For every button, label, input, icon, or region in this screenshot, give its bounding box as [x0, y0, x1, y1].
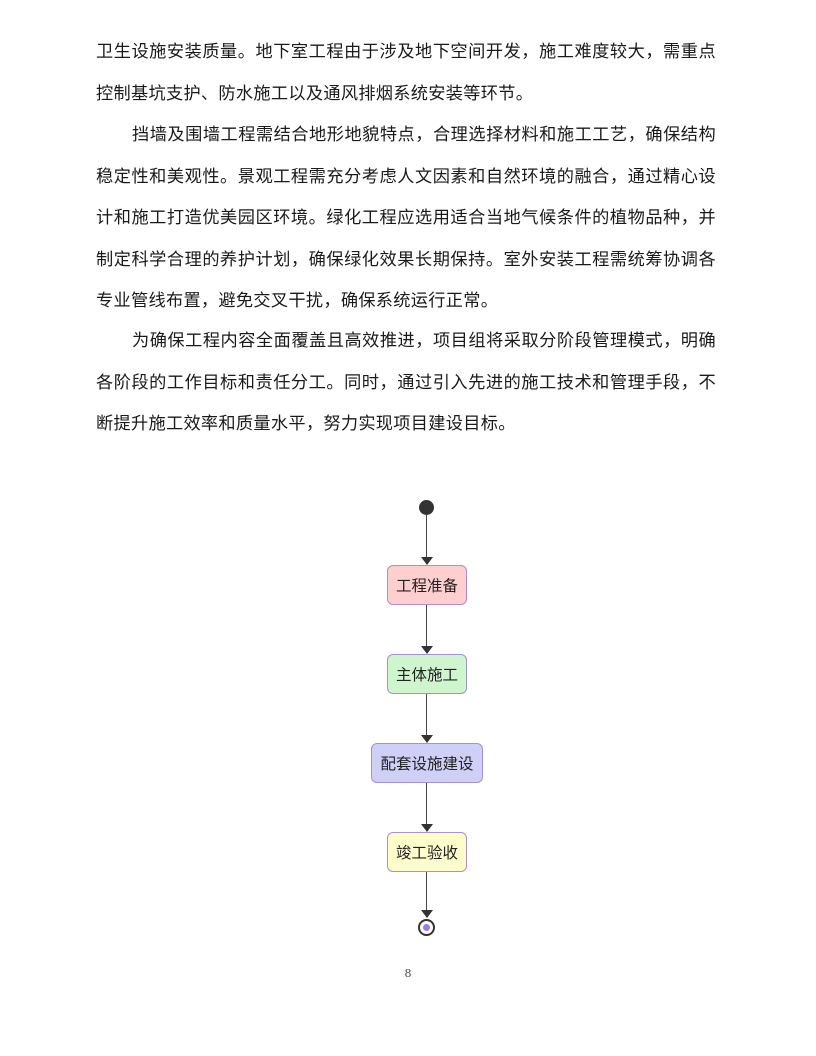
start-node-icon — [419, 500, 434, 515]
edge-line — [426, 605, 428, 651]
paragraph-text: 卫生设施安装质量。地下室工程由于涉及地下空间开发，施工难度较大，需重点控制基坑支… — [96, 42, 716, 104]
flow-node-completion-acceptance: 竣工验收 — [387, 832, 467, 872]
paragraph-text: 挡墙及围墙工程需结合地形地貌特点，合理选择材料和施工工艺，确保结构稳定性和美观性… — [96, 125, 716, 311]
arrow-down-icon — [421, 824, 433, 832]
edge-line — [426, 783, 428, 829]
end-node-core — [423, 924, 430, 931]
node-label: 主体施工 — [395, 666, 458, 684]
arrow-down-icon — [421, 910, 433, 918]
flow-node-supporting-facilities: 配套设施建设 — [371, 743, 483, 783]
end-node-icon — [418, 919, 435, 936]
edge-line — [426, 694, 428, 740]
paragraph-1: 卫生设施安装质量。地下室工程由于涉及地下空间开发，施工难度较大，需重点控制基坑支… — [96, 32, 716, 115]
edge-line — [426, 872, 428, 914]
node-label: 竣工验收 — [395, 844, 458, 862]
paragraph-3: 为确保工程内容全面覆盖且高效推进，项目组将采取分阶段管理模式，明确各阶段的工作目… — [96, 321, 716, 446]
page-number: 8 — [404, 967, 412, 980]
arrow-down-icon — [421, 646, 433, 654]
arrow-down-icon — [421, 557, 433, 565]
paragraph-text: 为确保工程内容全面覆盖且高效推进，项目组将采取分阶段管理模式，明确各阶段的工作目… — [96, 331, 716, 434]
node-label: 配套设施建设 — [380, 755, 474, 773]
flow-node-main-construction: 主体施工 — [387, 654, 467, 694]
arrow-down-icon — [421, 735, 433, 743]
flow-node-project-preparation: 工程准备 — [387, 565, 467, 605]
paragraph-2: 挡墙及围墙工程需结合地形地貌特点，合理选择材料和施工工艺，确保结构稳定性和美观性… — [96, 115, 716, 323]
edge-line — [426, 515, 428, 563]
node-label: 工程准备 — [395, 577, 458, 595]
